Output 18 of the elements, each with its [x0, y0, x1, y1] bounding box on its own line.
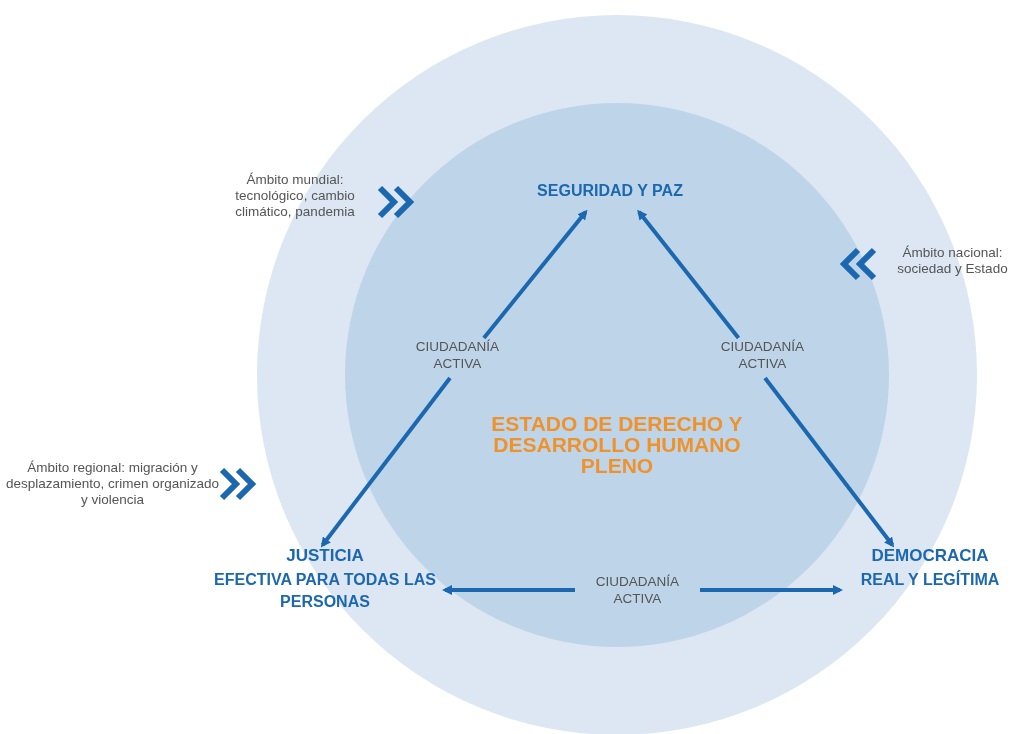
context-note: Ámbito regional: migración y desplazamiento, crimen organizado y violencia	[5, 460, 220, 508]
cycle-label: CIUDADANÍA ACTIVA	[594, 573, 681, 607]
cycle-label: CIUDADANÍA ACTIVA	[414, 338, 501, 372]
arrow	[482, 209, 588, 340]
arrow	[763, 376, 895, 548]
arrow	[442, 585, 575, 595]
context-note: Ámbito nacional: sociedad y Estado	[896, 245, 1009, 277]
pillar-subtitle: REAL Y LEGÍTIMA	[859, 569, 1001, 590]
pillar-subtitle: EFECTIVA PARA TODAS LAS PERSONAS	[213, 570, 437, 612]
context-note: Ámbito mundial: tecnológico, cambio climático, pandemia	[234, 172, 356, 220]
pillar-title: JUSTICIA	[285, 545, 365, 567]
arrow	[320, 376, 452, 548]
cycle-label: CIUDADANÍA ACTIVA	[719, 338, 806, 372]
arrow	[637, 209, 741, 340]
pillar-title: DEMOCRACIA	[870, 545, 990, 567]
center-title: ESTADO DE DERECHO Y DESARROLLO HUMANO PLENO	[490, 413, 744, 476]
arrow	[700, 585, 843, 595]
pillar-title: SEGURIDAD Y PAZ	[536, 182, 684, 200]
